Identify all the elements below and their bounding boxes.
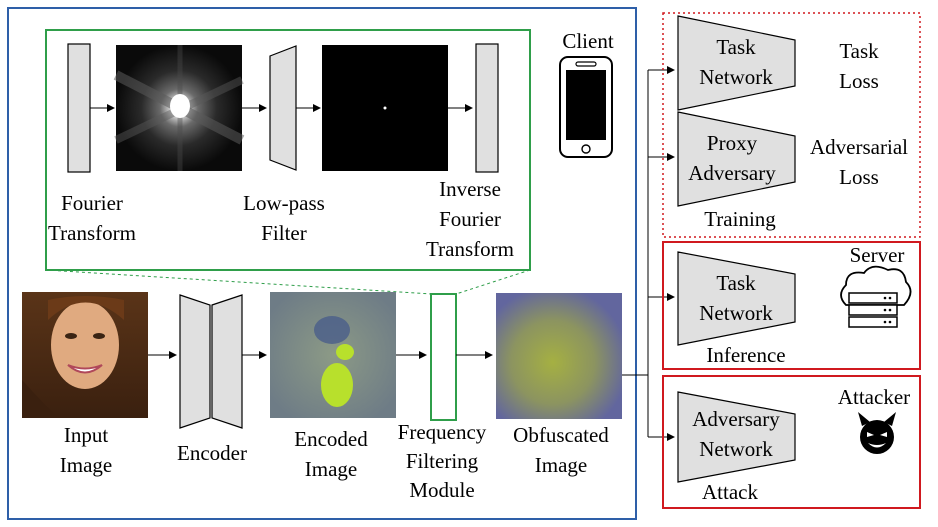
training-task-network-block bbox=[677, 15, 796, 111]
adversary-network-block bbox=[677, 391, 796, 483]
inverse-fourier-block bbox=[475, 43, 499, 173]
encoder-block bbox=[179, 294, 211, 429]
fourier-transform-block bbox=[67, 43, 91, 173]
input-face-image bbox=[22, 292, 148, 418]
fft-spectrum-image bbox=[113, 45, 245, 171]
client-box bbox=[7, 7, 637, 520]
low-pass-filter-label: Low-pass Filter bbox=[243, 191, 325, 245]
server-label: Server bbox=[849, 243, 905, 267]
ffm-label: Frequency Filtering Module bbox=[397, 420, 487, 502]
filter-detail-box bbox=[45, 29, 531, 271]
inference-task-network-block bbox=[677, 251, 796, 346]
zoom-line-left bbox=[45, 269, 433, 295]
proxy-adversary-block bbox=[677, 111, 796, 207]
encoded-image-label: Encoded Image bbox=[294, 427, 368, 481]
attacker-devil-icon bbox=[858, 412, 896, 454]
zoom-line-right bbox=[455, 269, 531, 295]
attacker-label: Attacker bbox=[837, 385, 911, 409]
inference-box bbox=[662, 241, 921, 370]
attack-box bbox=[662, 375, 921, 509]
training-label: Training bbox=[704, 207, 776, 231]
encoder-label: Encoder bbox=[177, 441, 247, 465]
low-pass-filter-block bbox=[269, 45, 297, 171]
frequency-filtering-module-block bbox=[430, 293, 457, 421]
adversarial-loss-label: Adversarial Loss bbox=[810, 135, 908, 189]
proxy-adversary-label: Proxy Adversary bbox=[688, 131, 776, 185]
fourier-transform-label: Fourier Transform bbox=[48, 191, 136, 245]
inverse-fourier-label: Inverse Fourier Transform bbox=[426, 177, 514, 261]
filtered-spectrum-image bbox=[322, 45, 448, 171]
client-title: Client bbox=[562, 29, 614, 53]
attack-label: Attack bbox=[702, 480, 758, 504]
encoded-image bbox=[270, 292, 396, 418]
obfuscated-image-label: Obfuscated Image bbox=[513, 423, 609, 477]
adversary-network-label: Adversary Network bbox=[692, 407, 780, 461]
training-box bbox=[662, 12, 921, 238]
task-loss-label: Task Loss bbox=[839, 39, 879, 93]
phone-icon bbox=[559, 56, 613, 158]
inference-label: Inference bbox=[706, 343, 786, 367]
obfuscated-image bbox=[496, 293, 622, 419]
decoder-half-block bbox=[211, 294, 243, 429]
inference-task-network-label: Task Network bbox=[699, 271, 773, 325]
training-task-network-label: Task Network bbox=[699, 35, 773, 89]
input-image-label: Input Image bbox=[59, 423, 113, 477]
server-icon bbox=[840, 265, 912, 328]
